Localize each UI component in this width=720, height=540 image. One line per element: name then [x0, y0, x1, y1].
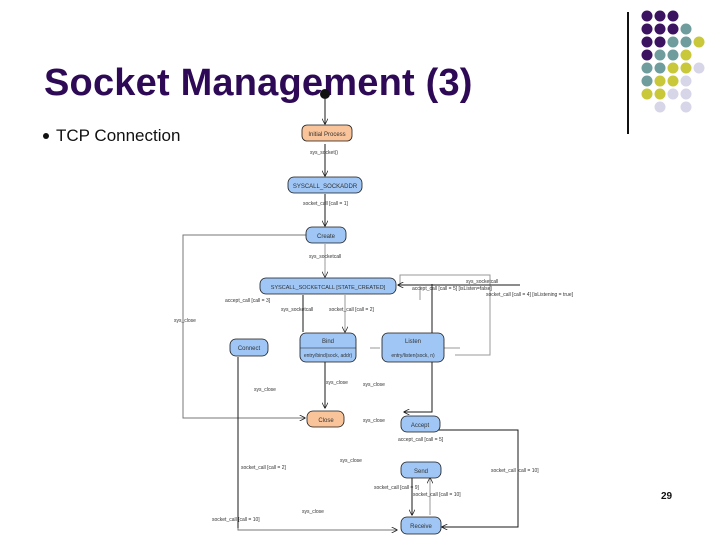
decorative-dot [680, 88, 692, 100]
decorative-dot [693, 36, 705, 48]
transition-label: socket_call [call = 9] [374, 485, 419, 491]
state-syscall-socketcall: SYSCALL_SOCKETCALL [STATE_CREATED] [259, 277, 397, 295]
svg-text:Listen: Listen [405, 339, 421, 345]
decorative-dot [667, 62, 679, 74]
transition-label: socket_call [call = 10] [413, 492, 461, 498]
decorative-dot [641, 88, 653, 100]
slide-subtitle: TCP Connection [56, 126, 181, 145]
decorative-dot [667, 36, 679, 48]
transition-label: sys_socket() [310, 150, 338, 156]
transition-label: socket_call [call = 10] [212, 517, 260, 523]
decorative-dot [667, 88, 679, 100]
svg-text:entry/bind(sock, addr): entry/bind(sock, addr) [304, 353, 353, 359]
svg-text:entry/listen(sock, n): entry/listen(sock, n) [391, 353, 435, 359]
decorative-dot [654, 23, 666, 35]
decorative-dot [654, 36, 666, 48]
state-syscall-sockaddr: SYSCALL_SOCKADDR [287, 176, 363, 194]
decorative-dot [641, 75, 653, 87]
transition-label: accept_call [call = 5] [isListen=false] [412, 286, 492, 292]
decorative-dot [654, 101, 666, 113]
decorative-dot [641, 36, 653, 48]
svg-text:Connect: Connect [238, 346, 261, 352]
transition-label: socket_call [call = 2] [241, 465, 286, 471]
page-number: 29 [661, 491, 673, 502]
decorative-dot [641, 10, 653, 22]
svg-text:Bind: Bind [322, 339, 334, 345]
transition-label: sys_close [363, 418, 385, 424]
decorative-dot [680, 49, 692, 61]
transition-label: sys_close [254, 387, 276, 393]
state-close: Close [306, 410, 345, 428]
decorative-dot [667, 10, 679, 22]
transition-label: sys_close [363, 382, 385, 388]
transition-label: accept_call [call = 3] [225, 298, 271, 304]
state-create: Create [305, 226, 347, 244]
decorative-dot [654, 49, 666, 61]
decorative-dot [680, 36, 692, 48]
svg-text:Accept: Accept [411, 423, 430, 429]
state-connect: Connect [229, 338, 269, 357]
decorative-dot [680, 62, 692, 74]
transition-label: socket_call [call = 10] [491, 468, 539, 474]
svg-text:SYSCALL_SOCKADDR: SYSCALL_SOCKADDR [293, 184, 358, 190]
decorative-dot [667, 75, 679, 87]
decorative-dot [680, 23, 692, 35]
decorative-dot [641, 62, 653, 74]
state-send: Send [400, 461, 442, 479]
transition-label: socket_call [call = 1] [303, 201, 348, 207]
slide-title: Socket Management (3) [44, 62, 473, 104]
decorative-dot [667, 23, 679, 35]
transition-label: sys_socketcall [309, 254, 341, 260]
decorative-dot [641, 49, 653, 61]
decorative-dot [667, 49, 679, 61]
state-bind: Bind entry/bind(sock, addr) [299, 332, 357, 363]
state-receive: Receive [400, 516, 442, 535]
initial-node [320, 89, 330, 99]
state-listen: Listen entry/listen(sock, n) [381, 332, 445, 363]
decorative-dot [654, 88, 666, 100]
transition-lines [182, 99, 520, 530]
transition-label: accept_call [call = 5] [398, 437, 444, 443]
transition-label: socket_call [call = 4] [isListening = tr… [486, 292, 574, 298]
svg-text:Create: Create [317, 234, 336, 240]
decorative-dot [641, 23, 653, 35]
transition-label: sys_close [174, 318, 196, 324]
transition-label: sys_close [302, 509, 324, 515]
svg-text:Receive: Receive [410, 524, 432, 530]
svg-text:Close: Close [318, 418, 334, 424]
decorative-dot-grid [641, 10, 705, 113]
svg-text:Initial Process: Initial Process [308, 132, 345, 138]
transition-label: sys_close [340, 458, 362, 464]
decorative-divider [627, 12, 629, 134]
state-accept: Accept [400, 415, 441, 433]
decorative-dot [654, 62, 666, 74]
decorative-dot [654, 10, 666, 22]
svg-text:SYSCALL_SOCKETCALL [STATE_CREA: SYSCALL_SOCKETCALL [STATE_CREATED] [271, 285, 386, 291]
transition-label: sys_close [326, 380, 348, 386]
transition-label: socket_call [call = 2] [329, 307, 374, 313]
decorative-dot [680, 101, 692, 113]
transition-label: sys_socketcall [466, 279, 498, 285]
decorative-dot [680, 75, 692, 87]
bullet-icon [43, 133, 49, 139]
transition-label: sys_socketcall [281, 307, 313, 313]
decorative-dot [693, 62, 705, 74]
decorative-dot [654, 75, 666, 87]
svg-text:Send: Send [414, 469, 428, 475]
state-initial-process: Initial Process [301, 124, 353, 142]
